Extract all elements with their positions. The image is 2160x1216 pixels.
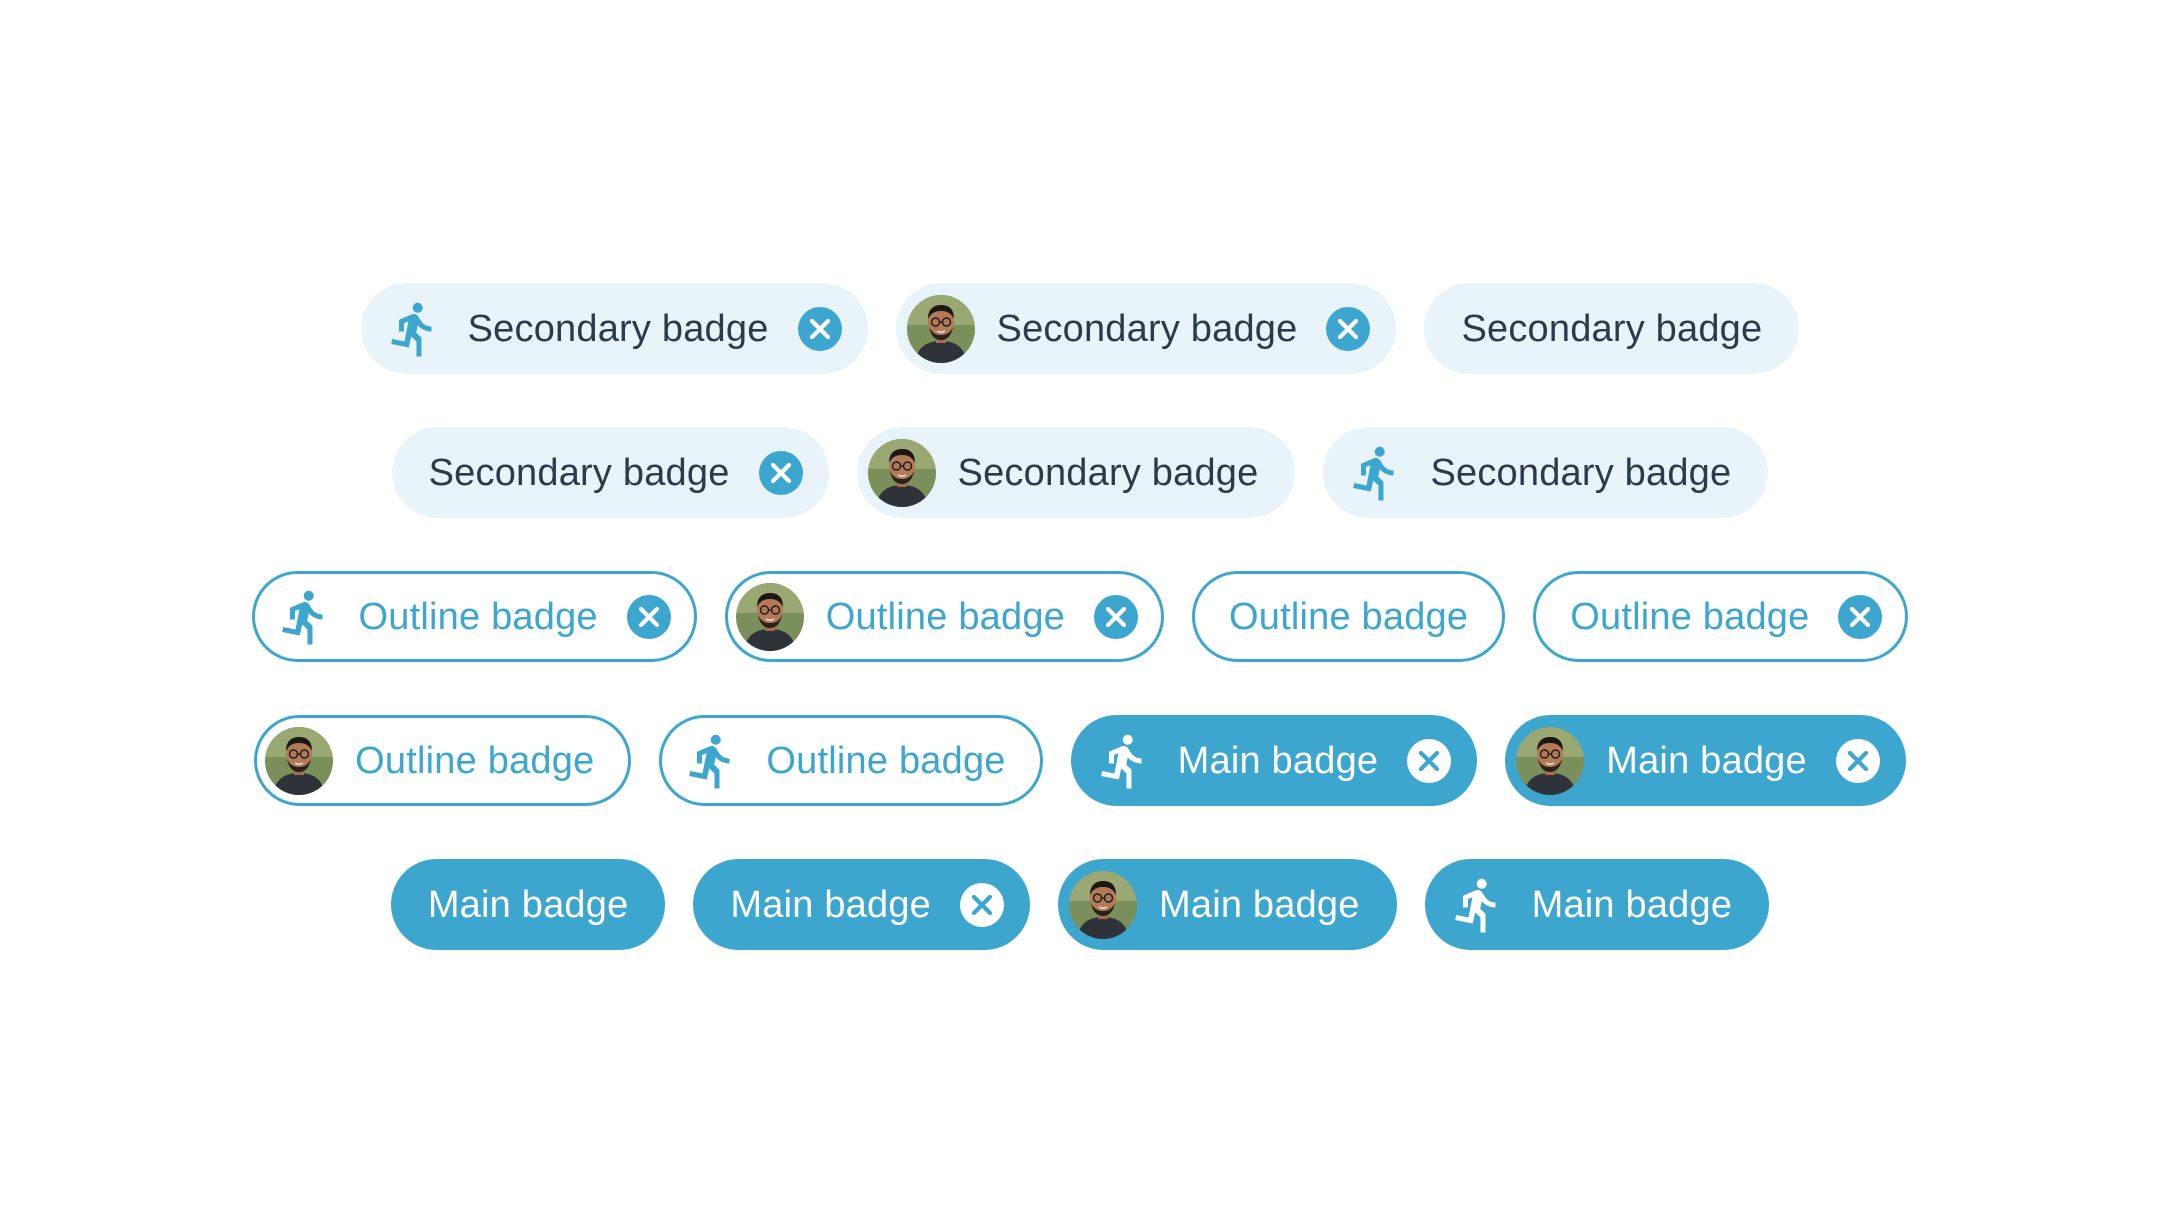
badge-label: Outline badge bbox=[766, 739, 1006, 782]
badge-label: Outline badge bbox=[358, 595, 598, 638]
main-badge[interactable]: Main badge bbox=[1505, 715, 1906, 806]
secondary-badge[interactable]: Secondary badge bbox=[1424, 283, 1800, 374]
close-icon[interactable] bbox=[959, 882, 1005, 928]
badge-row: Outline badge Outline badge Outline badg… bbox=[0, 571, 2160, 662]
outline-badge[interactable]: Outline badge bbox=[1533, 571, 1909, 662]
secondary-badge[interactable]: Secondary badge bbox=[391, 427, 829, 518]
badge-label: Secondary badge bbox=[996, 307, 1298, 350]
close-icon[interactable] bbox=[1835, 738, 1881, 784]
running-person-icon bbox=[382, 297, 446, 361]
badge-label: Secondary badge bbox=[428, 451, 730, 494]
running-person-icon bbox=[1092, 729, 1156, 793]
running-person-icon bbox=[680, 729, 744, 793]
badge-label: Secondary badge bbox=[957, 451, 1259, 494]
badge-label: Main badge bbox=[1177, 739, 1379, 782]
secondary-badge[interactable]: Secondary badge bbox=[1323, 427, 1769, 518]
badge-row: Secondary badge Secondary badge Secondar… bbox=[0, 427, 2160, 518]
avatar bbox=[1069, 870, 1137, 939]
badge-label: Main badge bbox=[1159, 883, 1360, 926]
outline-badge[interactable]: Outline badge bbox=[659, 715, 1043, 806]
outline-badge[interactable]: Outline badge bbox=[254, 715, 632, 806]
main-badge[interactable]: Main badge bbox=[1058, 859, 1397, 950]
running-person-icon bbox=[1344, 441, 1408, 505]
outline-badge[interactable]: Outline badge bbox=[251, 571, 697, 662]
badge-label: Main badge bbox=[427, 883, 629, 926]
badge-label: Main badge bbox=[1531, 883, 1733, 926]
badge-board: Secondary badge Secondary badge Secondar… bbox=[0, 283, 2160, 1003]
close-icon[interactable] bbox=[797, 306, 843, 352]
main-badge[interactable]: Main badge bbox=[1424, 859, 1770, 950]
main-badge[interactable]: Main badge bbox=[1070, 715, 1478, 806]
badge-label: Main badge bbox=[1606, 739, 1807, 782]
close-icon[interactable] bbox=[1093, 594, 1139, 640]
close-icon[interactable] bbox=[1325, 306, 1371, 352]
badge-row: Secondary badge Secondary badge Secondar… bbox=[0, 283, 2160, 374]
badge-label: Secondary badge bbox=[1430, 451, 1732, 494]
badge-label: Outline badge bbox=[825, 595, 1065, 638]
avatar bbox=[735, 582, 804, 651]
avatar bbox=[867, 438, 936, 507]
avatar bbox=[906, 294, 975, 363]
outline-badge[interactable]: Outline badge bbox=[1192, 571, 1506, 662]
badge-label: Secondary badge bbox=[467, 307, 769, 350]
badge-label: Outline badge bbox=[1229, 595, 1469, 638]
badge-label: Outline badge bbox=[355, 739, 595, 782]
running-person-icon bbox=[273, 585, 337, 649]
avatar bbox=[1516, 726, 1585, 795]
badge-row: Outline badge Outline badge Main badge M… bbox=[0, 715, 2160, 806]
main-badge[interactable]: Main badge bbox=[390, 859, 666, 950]
running-person-icon bbox=[1446, 873, 1510, 937]
close-icon[interactable] bbox=[1406, 738, 1452, 784]
secondary-badge[interactable]: Secondary badge bbox=[895, 283, 1397, 374]
close-icon[interactable] bbox=[758, 450, 804, 496]
close-icon[interactable] bbox=[626, 594, 672, 640]
outline-badge[interactable]: Outline badge bbox=[724, 571, 1164, 662]
badge-label: Secondary badge bbox=[1461, 307, 1763, 350]
close-icon[interactable] bbox=[1837, 594, 1883, 640]
secondary-badge[interactable]: Secondary badge bbox=[360, 283, 868, 374]
badge-label: Outline badge bbox=[1570, 595, 1810, 638]
badge-row: Main badge Main badge Main badge Main bad… bbox=[0, 859, 2160, 950]
secondary-badge[interactable]: Secondary badge bbox=[856, 427, 1296, 518]
avatar bbox=[265, 726, 334, 795]
main-badge[interactable]: Main badge bbox=[693, 859, 1030, 950]
badge-label: Main badge bbox=[730, 883, 931, 926]
